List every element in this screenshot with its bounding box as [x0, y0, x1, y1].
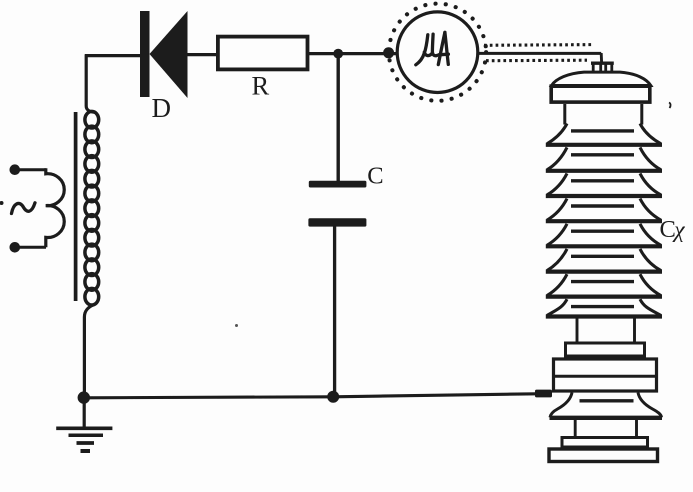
svg-text:D: D — [152, 93, 172, 123]
svg-text:χ: χ — [672, 217, 685, 243]
svg-text:R: R — [252, 71, 270, 101]
svg-text:C: C — [367, 163, 383, 190]
svg-text:C: C — [660, 216, 676, 243]
